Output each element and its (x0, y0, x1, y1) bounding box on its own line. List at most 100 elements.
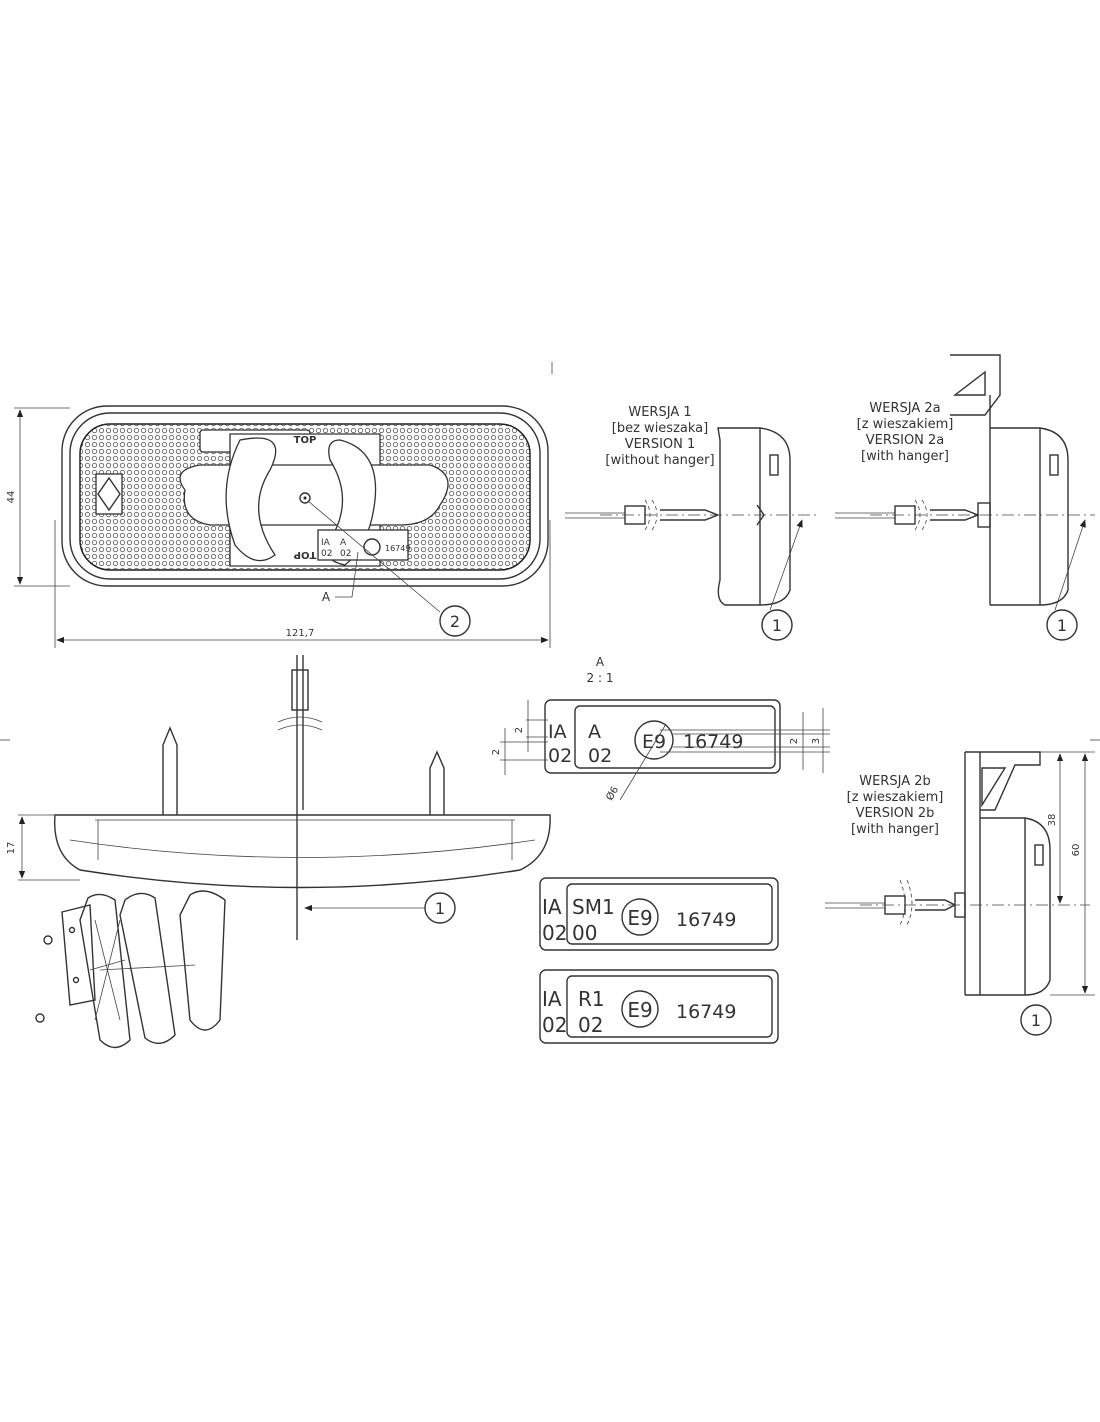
version-note-line: [with hanger] (861, 449, 949, 464)
cable-outlet (291, 669, 309, 711)
balloon-number: 1 (1031, 1011, 1041, 1030)
hanger-bracket (950, 354, 1001, 416)
mark-text: 02 (542, 1013, 567, 1037)
label-r1: IA 02 R1 02 E9 16749 (539, 969, 779, 1044)
lens-mark-text: IA (321, 538, 331, 548)
dimension-text: 2 (491, 749, 502, 755)
reflector-wing-left (225, 437, 277, 562)
balloon-number: 1 (772, 616, 782, 635)
leader-line (335, 551, 359, 598)
mark-text: IA (542, 987, 562, 1011)
emark-circle (634, 720, 674, 760)
dimension-height: 17 (6, 842, 17, 855)
emark-text: E9 (627, 998, 652, 1022)
balloon-number: 1 (435, 899, 445, 918)
version-note-line: [with hanger] (851, 822, 939, 837)
mark-text: 00 (572, 921, 597, 945)
emark-circle (621, 990, 659, 1028)
hanger-bracket (965, 751, 1041, 811)
connector-slot (1049, 454, 1059, 476)
version-2a-side-view: WERSJA 2a [z wieszakiem] VERSION 2a [wit… (835, 354, 1095, 641)
version-note-line: [z wieszakiem] (847, 790, 944, 805)
lamp-side-body (965, 817, 1051, 996)
top-view: TOP TOP IA 02 A 02 16749 A 2 44 121,7 (6, 405, 551, 648)
label-sm1: IA 02 SM1 00 E9 16749 (539, 877, 779, 951)
lens-top-mark: TOP (294, 435, 317, 446)
balloon (1020, 1004, 1052, 1036)
marking-plate-outer (544, 699, 781, 774)
center-screw-icon (299, 492, 311, 504)
mark-text: IA (548, 721, 567, 743)
diameter-dimension: Ø6 (604, 784, 622, 802)
version-note-line: VERSION 1 (625, 437, 696, 452)
mark-text: 02 (542, 921, 567, 945)
approval-number: 16749 (676, 909, 736, 931)
lamp-side-body (717, 427, 791, 606)
version-note-line: WERSJA 2b (859, 774, 931, 789)
dimension-text: 2 (514, 727, 525, 733)
leader-line (307, 500, 441, 613)
dimension-text: 2 (789, 738, 800, 744)
mounting-stud-right (429, 750, 445, 815)
lamp-side-body (990, 427, 1069, 606)
detail-a: A 2 : 1 IA 02 A 02 E9 16749 2 2 2 3 Ø6 (491, 655, 830, 803)
connector-slot (1034, 844, 1044, 866)
lens-mark-text: 02 (321, 549, 332, 559)
emark-circle (621, 898, 659, 936)
front-view: 17 1 (6, 655, 551, 940)
emark-text: E9 (642, 731, 666, 753)
lens-mark-text: 02 (340, 549, 351, 559)
marking-plate-inner (574, 705, 776, 769)
version-note-line: WERSJA 1 (628, 405, 691, 420)
balloon (439, 605, 471, 637)
detail-scale: 2 : 1 (587, 671, 614, 685)
lens-window (179, 464, 449, 526)
balloon (1046, 609, 1078, 641)
lens-mark-text: A (340, 538, 347, 548)
balloon (761, 609, 793, 641)
balloon-number: 1 (1057, 616, 1067, 635)
lamp-housing-outline (61, 405, 549, 587)
lamp-lens-part (179, 890, 226, 1031)
lens-mark-text: 16749 (385, 544, 410, 553)
gasket-frame (79, 893, 131, 1049)
leader-line (1054, 519, 1086, 611)
detail-title: A (596, 655, 605, 669)
dimension-38: 38 (1047, 814, 1058, 827)
dimension-width: 121,7 (286, 628, 315, 639)
lamp-front-body (54, 814, 551, 889)
dimension-text: 3 (811, 738, 822, 744)
housing-base (119, 892, 176, 1044)
mark-text: A (588, 721, 601, 743)
mark-text: 02 (578, 1013, 603, 1037)
lamp-housing-inner (69, 412, 541, 580)
mounting-plate (61, 904, 96, 1006)
version-note-line: VERSION 2b (856, 806, 935, 821)
version-note-line: WERSJA 2a (869, 401, 940, 416)
approval-number: 16749 (676, 1001, 736, 1023)
mounting-stud-left (162, 726, 178, 815)
mark-text: R1 (578, 987, 605, 1011)
balloon-number: 2 (450, 612, 460, 631)
version-note-line: [bez wieszaka] (612, 421, 708, 436)
exploded-view (35, 890, 226, 1049)
approval-number: 16749 (683, 731, 743, 753)
version-note-line: [z wieszakiem] (857, 417, 954, 432)
balloon (424, 892, 456, 924)
emark-text: E9 (627, 906, 652, 930)
version-note-line: VERSION 2a (866, 433, 945, 448)
dimension-height: 44 (6, 491, 17, 504)
mark-text: 02 (548, 745, 572, 767)
logo-plate (95, 473, 123, 515)
lens-top-mark-inverted: TOP (294, 549, 317, 560)
mark-text: IA (542, 895, 562, 919)
dimension-60: 60 (1071, 844, 1082, 857)
connector-slot (769, 454, 779, 476)
detail-ref-label: A (322, 590, 331, 604)
mark-text: SM1 (572, 895, 615, 919)
version-1-side-view: WERSJA 1 [bez wieszaka] VERSION 1 [witho… (565, 405, 820, 641)
version-2b-side-view: WERSJA 2b [z wieszakiem] VERSION 2b [wit… (825, 751, 1095, 1036)
manufacturer-logo-icon (97, 476, 121, 512)
